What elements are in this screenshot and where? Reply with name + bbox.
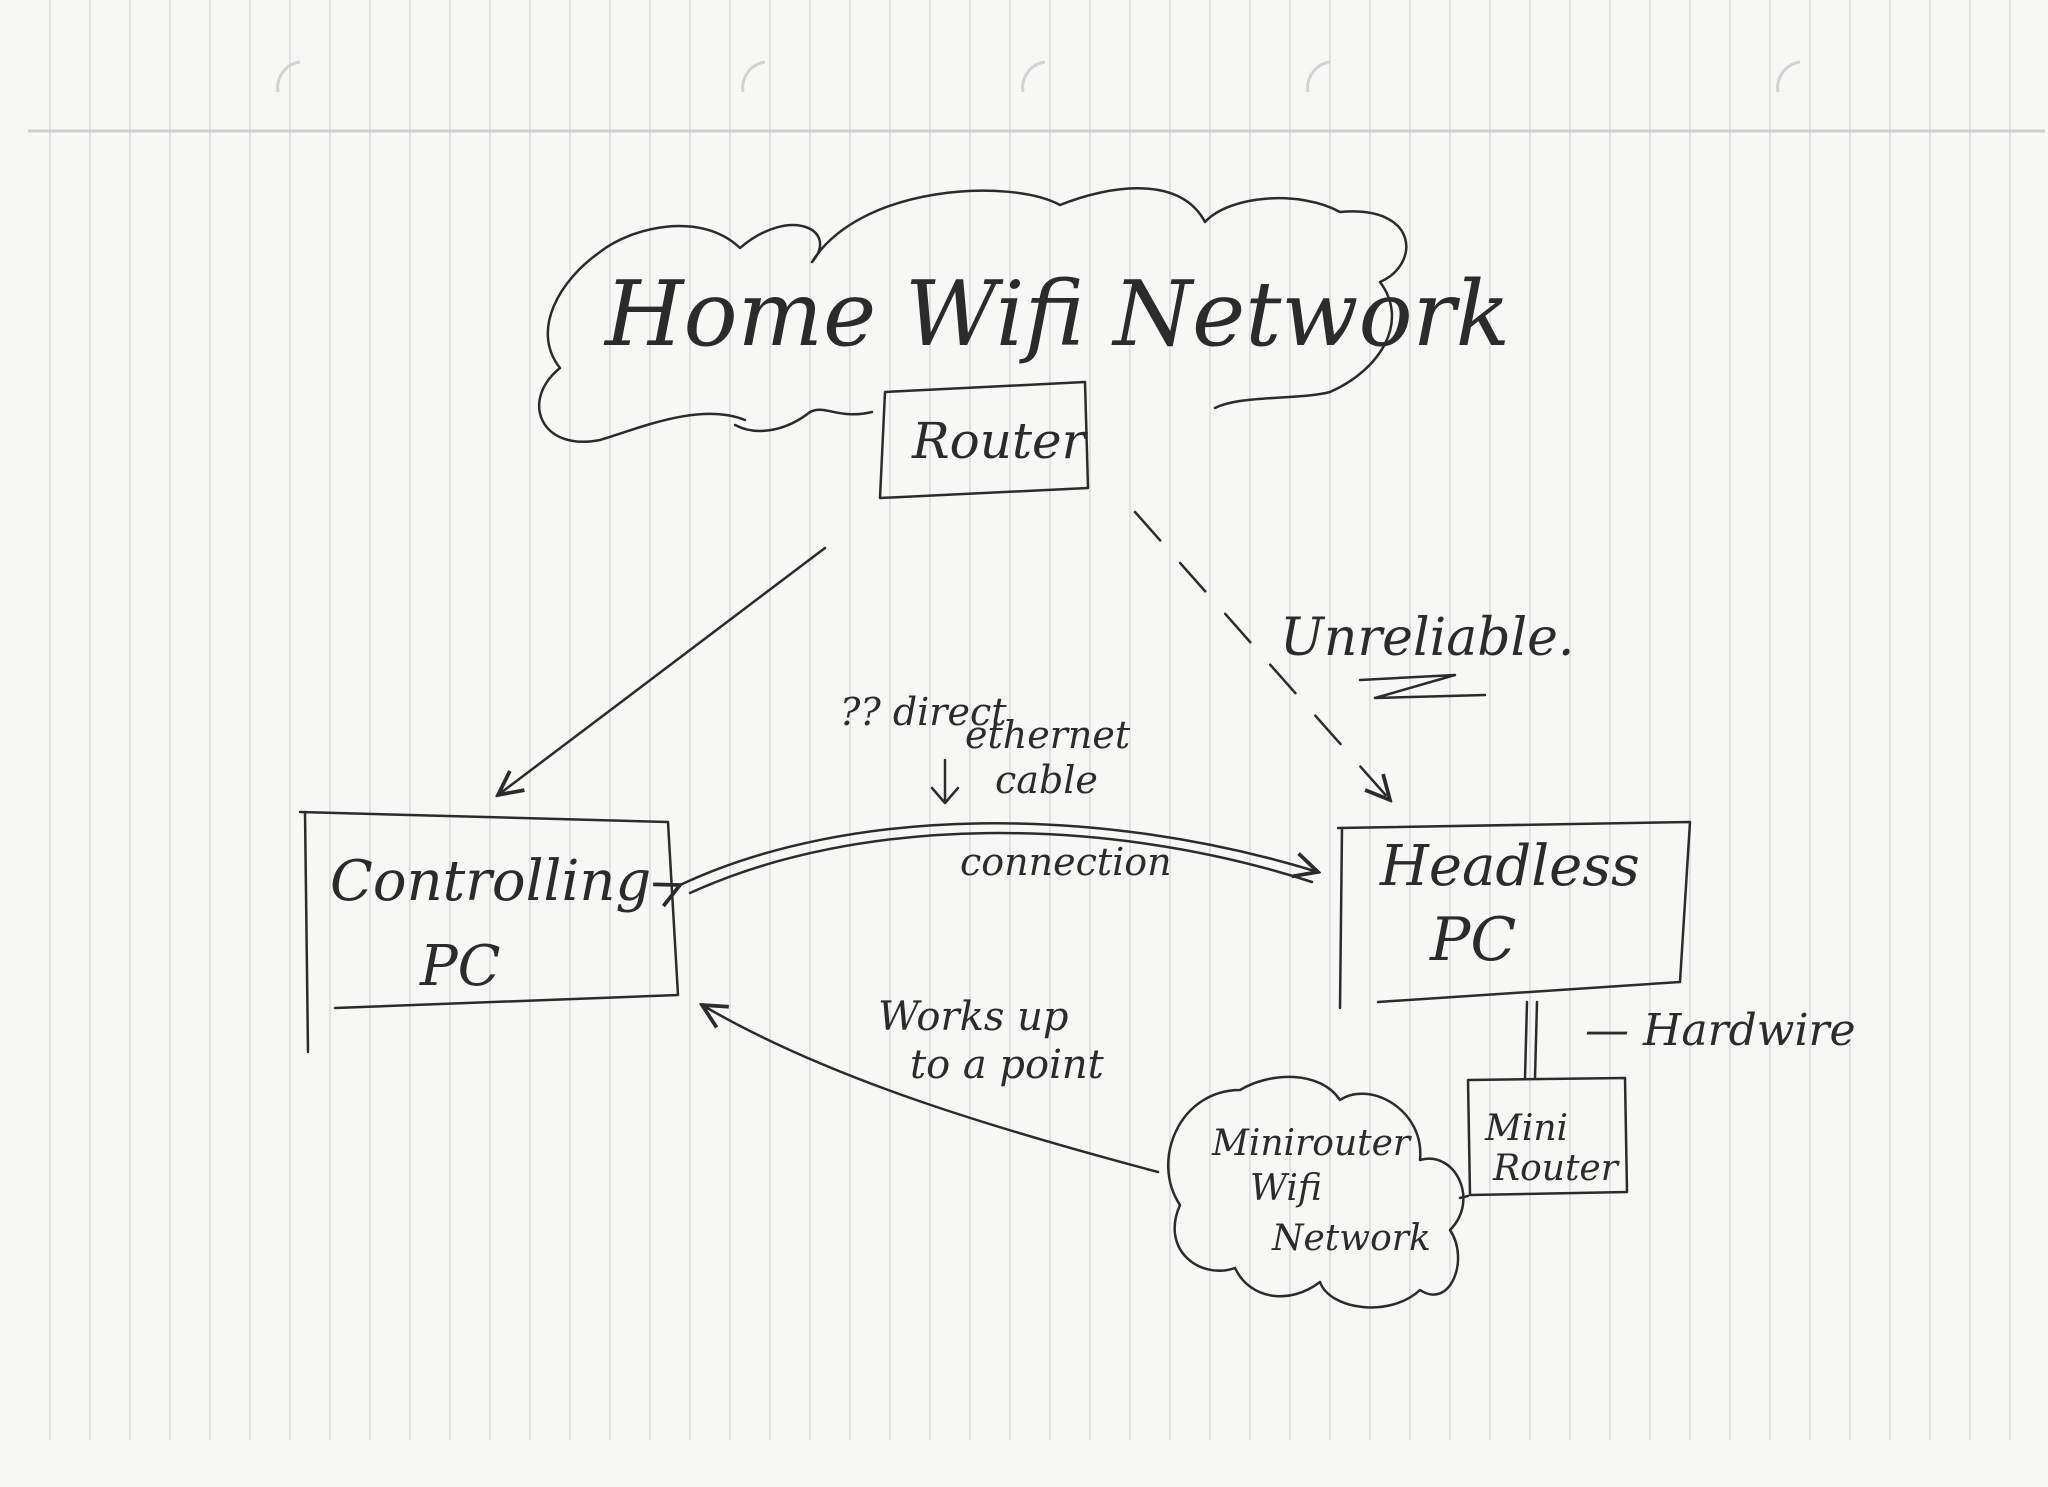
cloud-squiggle <box>733 408 874 433</box>
direct-cable-label-line1: ?? direct <box>840 690 1007 734</box>
line-cloud-to-mini-router <box>1458 1194 1470 1200</box>
controlling-pc-label-line1: Controlling <box>330 849 651 914</box>
underline-unreliable <box>1358 673 1487 700</box>
works-label-line1: Works up <box>878 994 1068 1040</box>
minirouter-wifi-cloud <box>1167 1075 1465 1309</box>
binder-holes <box>276 60 1801 93</box>
works-label-line2: to a point <box>910 1042 1105 1088</box>
headless-pc-label-line2: PC <box>1429 905 1516 975</box>
arrow-direct-cable-second-line <box>688 831 1314 895</box>
minirouter-cloud-label-line3: Network <box>1271 1218 1431 1259</box>
arrow-cable-label-pointer <box>930 758 960 805</box>
mini-router-label-line1: Mini <box>1484 1108 1568 1149</box>
router-label: Router <box>911 412 1089 470</box>
direct-cable-label-line2: ethernet <box>965 713 1131 757</box>
controlling-pc-box <box>298 810 680 1054</box>
arrow-router-to-controlling-pc <box>498 546 827 795</box>
ruled-lines <box>49 0 2011 1440</box>
headless-pc-box <box>1336 820 1692 1010</box>
arrow-minirouter-wifi-to-controlling-pc <box>702 1005 1160 1174</box>
binder-hole <box>741 60 766 93</box>
arrow-direct-cable <box>680 822 1318 885</box>
binder-hole <box>276 60 301 93</box>
binder-hole <box>1021 60 1046 93</box>
headless-pc-label-line1: Headless <box>1379 834 1640 899</box>
controlling-pc-label-line2: PC <box>419 934 501 999</box>
router-box <box>878 380 1090 500</box>
mini-router-label-line2: Router <box>1492 1148 1620 1189</box>
minirouter-cloud-label-line2: Wifi <box>1250 1168 1322 1209</box>
hardwire-connection <box>1523 1000 1539 1080</box>
binder-hole <box>1306 60 1331 93</box>
direct-cable-label-line3: cable <box>995 758 1098 802</box>
minirouter-cloud-label-line1: Minirouter <box>1211 1123 1412 1164</box>
mini-router-box <box>1466 1076 1629 1197</box>
binder-hole <box>1776 60 1801 93</box>
home-wifi-network-title: Home Wifi Network <box>603 262 1510 367</box>
direct-cable-label-line4: connection <box>960 840 1172 884</box>
hardwire-label: — Hardwire <box>1585 1005 1856 1056</box>
unreliable-label: Unreliable. <box>1280 608 1574 668</box>
home-wifi-cloud <box>538 187 1408 443</box>
